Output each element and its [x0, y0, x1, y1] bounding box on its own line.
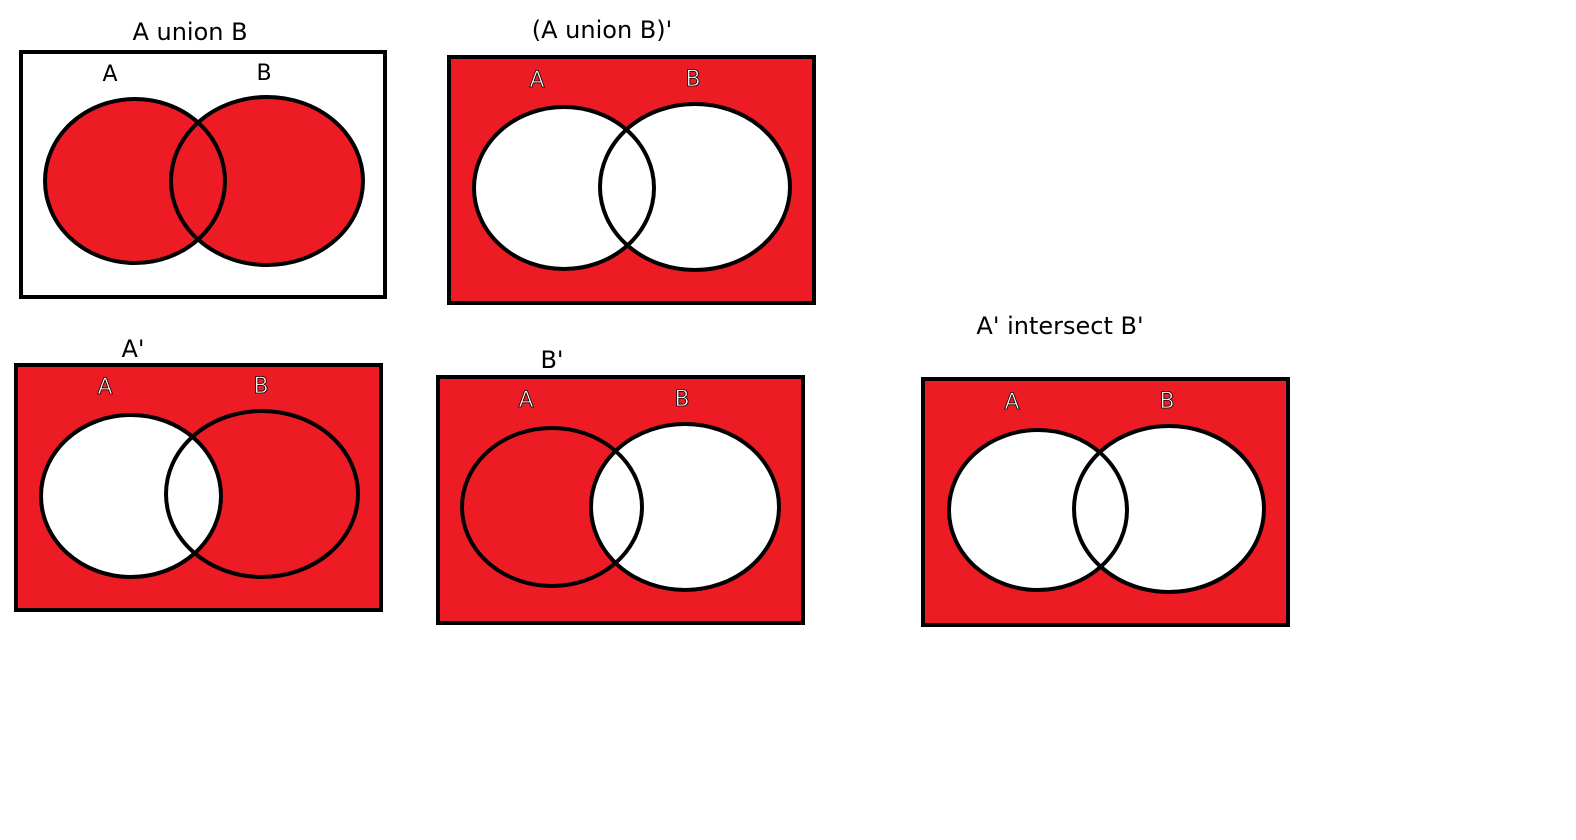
set-b-fill: [171, 97, 363, 265]
set-a-fill: [474, 107, 654, 269]
set-a-circle: [460, 426, 644, 588]
set-a-label: A: [102, 62, 117, 87]
set-a-label: A: [1004, 390, 1019, 415]
set-b-label: B: [674, 387, 689, 412]
set-b-label: B: [685, 67, 700, 92]
diagram-title: A union B: [132, 18, 247, 46]
diagram-title: (A union B)': [532, 16, 672, 44]
venn-a-complement-intersect-b-complement: A' intersect B' A B: [921, 312, 1290, 627]
diagram-title: A' intersect B': [976, 312, 1143, 340]
venn-b-complement: B' A B: [436, 346, 805, 625]
venn-a-complement: A' A B: [14, 335, 383, 612]
set-a-circle: [43, 97, 227, 265]
set-b-circle: [164, 409, 360, 579]
set-a-label: A: [518, 388, 533, 413]
venn-a-union-b-complement: (A union B)' A B: [447, 16, 816, 305]
set-a-label: A: [529, 68, 544, 93]
set-b-circle: [598, 102, 792, 272]
set-b-circle: [169, 95, 365, 267]
set-b-fill: [600, 104, 790, 270]
set-b-label: B: [1159, 389, 1174, 414]
venn-a-union-b: A union B A B: [19, 18, 387, 299]
set-b-circle: [1072, 424, 1266, 594]
set-b-label: B: [256, 61, 271, 86]
diagram-title: A': [121, 335, 144, 363]
set-a-label: A: [97, 375, 112, 400]
set-b-label: B: [253, 374, 268, 399]
set-a-fill: [45, 99, 225, 263]
set-a-circle: [39, 413, 223, 579]
set-a-circle: [472, 105, 656, 271]
set-b-circle: [589, 422, 781, 592]
set-b-fill: [591, 424, 779, 590]
set-a-circle: [947, 428, 1129, 592]
set-b-fill: [1074, 426, 1264, 592]
diagram-title: B': [540, 346, 563, 374]
set-a-fill: [949, 430, 1127, 590]
